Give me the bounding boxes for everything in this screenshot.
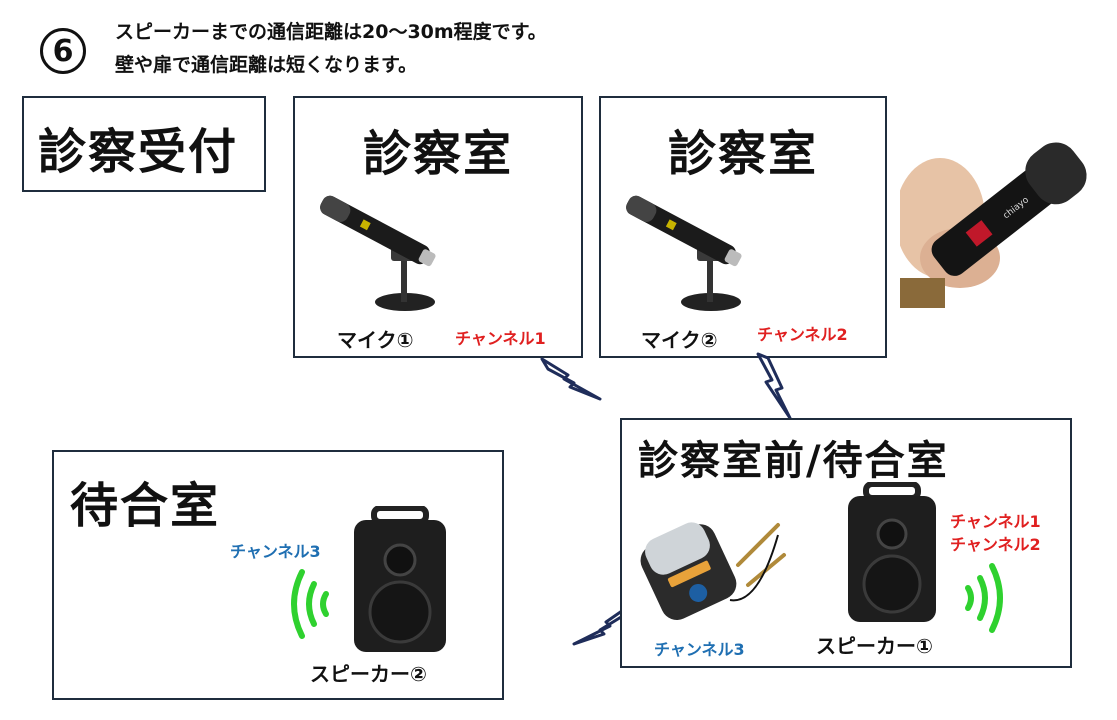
front-room-receiver-channel: チャンネル3 bbox=[654, 636, 745, 660]
reception-box: 診察受付 bbox=[22, 96, 266, 192]
exam-room-1-device-label: マイク① bbox=[337, 324, 414, 353]
microphone-on-stand-icon bbox=[611, 190, 771, 320]
front-waiting-room-box: 診察室前/待合室 チャンネル3 スピーカー① チャンネル1 チャンネル2 bbox=[620, 418, 1072, 668]
exam-room-1-channel: チャンネル1 bbox=[455, 325, 546, 349]
instruction-text: スピーカーまでの通信距離は20～30m程度です。 壁や扉で通信距離は短くなります… bbox=[115, 16, 547, 82]
front-room-speaker-channels: チャンネル1 チャンネル2 bbox=[950, 510, 1041, 556]
step-number-badge: 6 bbox=[40, 28, 86, 74]
microphone-on-stand-icon bbox=[305, 190, 465, 320]
waiting-room-speaker-label: スピーカー② bbox=[310, 658, 427, 687]
exam-room-2-box: 診察室 マイク② チャンネル2 bbox=[599, 96, 887, 358]
portable-speaker-icon bbox=[844, 482, 940, 624]
waiting-room-box: 待合室 チャンネル3 スピーカー② bbox=[52, 450, 504, 700]
front-room-title: 診察室前/待合室 bbox=[638, 428, 949, 486]
reception-title: 診察受付 bbox=[38, 112, 238, 182]
sound-wave-icon bbox=[282, 564, 332, 644]
waiting-room-channel: チャンネル3 bbox=[230, 538, 321, 562]
instruction-line-1: スピーカーまでの通信距離は20～30m程度です。 bbox=[115, 16, 547, 49]
exam-room-2-device-label: マイク② bbox=[641, 324, 718, 353]
step-number: 6 bbox=[53, 34, 74, 69]
speaker-channel-1: チャンネル1 bbox=[950, 510, 1041, 533]
exam-room-1-box: 診察室 マイク① チャンネル1 bbox=[293, 96, 583, 358]
handheld-microphone-icon: chiayo bbox=[900, 108, 1100, 313]
instruction-line-2: 壁や扉で通信距離は短くなります。 bbox=[115, 49, 547, 82]
front-room-speaker-label: スピーカー① bbox=[816, 630, 933, 659]
exam-room-2-title: 診察室 bbox=[601, 114, 885, 184]
portable-speaker-icon bbox=[350, 506, 450, 654]
wireless-receiver-icon bbox=[638, 505, 788, 635]
exam-room-2-channel: チャンネル2 bbox=[757, 321, 848, 345]
sound-wave-icon bbox=[962, 558, 1012, 638]
exam-room-1-title: 診察室 bbox=[295, 114, 581, 184]
waiting-room-title: 待合室 bbox=[70, 466, 220, 536]
lightning-signal-icon bbox=[540, 355, 605, 405]
speaker-channel-2: チャンネル2 bbox=[950, 533, 1041, 556]
lightning-signal-icon bbox=[750, 350, 800, 422]
